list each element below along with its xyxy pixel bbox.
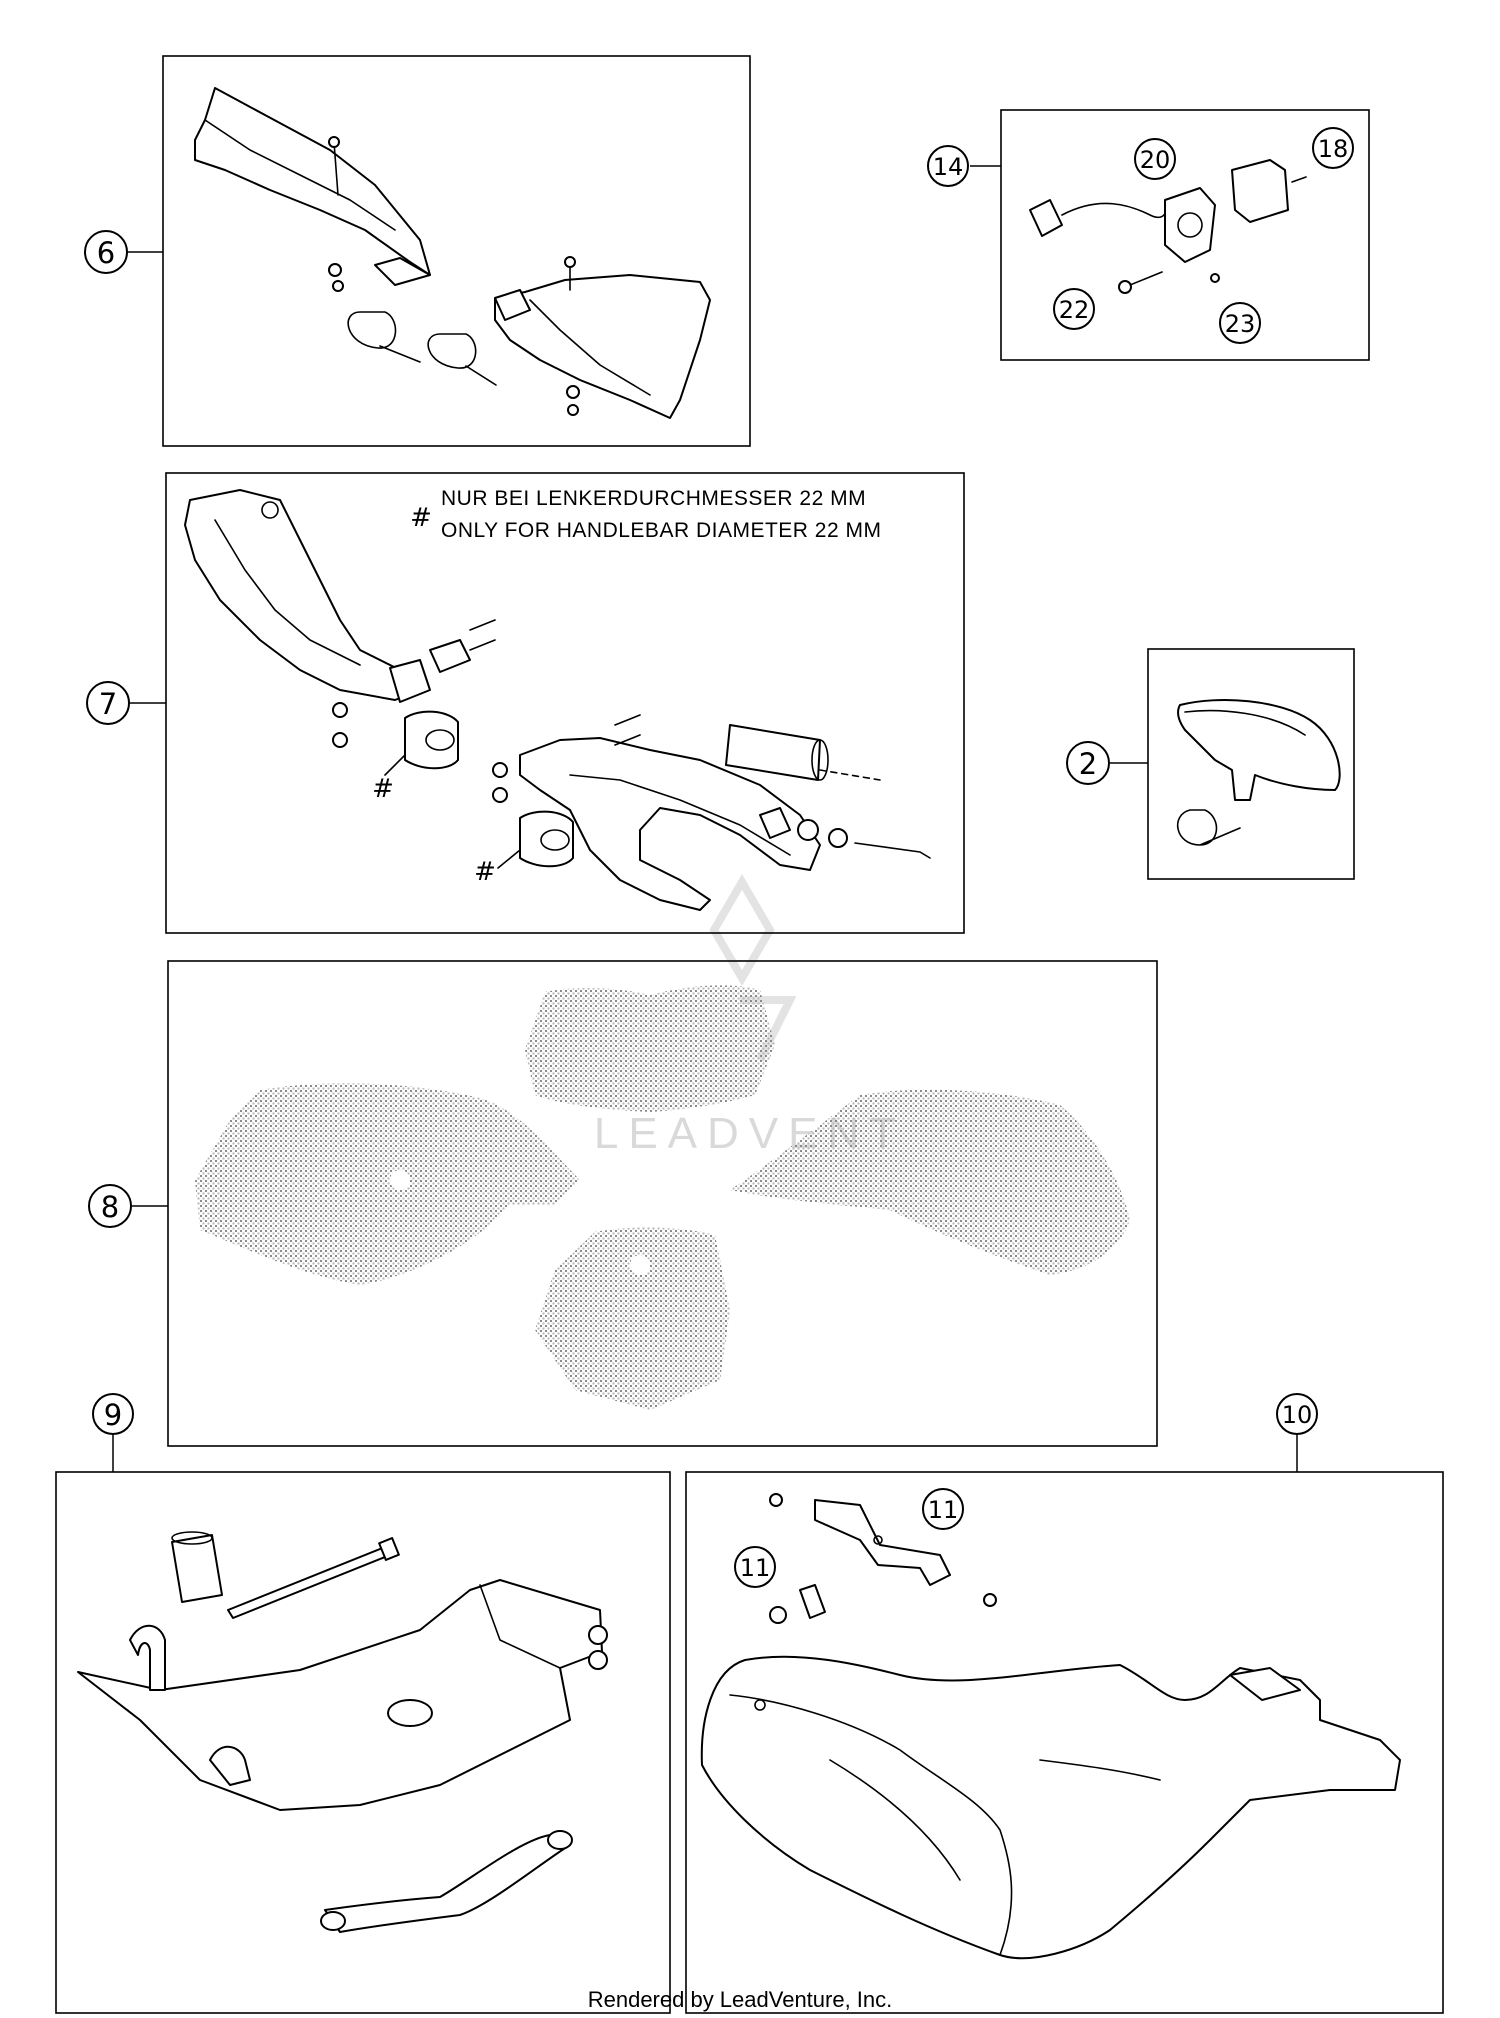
callout-14[interactable]: 14 — [927, 145, 969, 187]
callout-23[interactable]: 23 — [1219, 302, 1261, 344]
svg-text:18: 18 — [1318, 135, 1349, 163]
svg-text:14: 14 — [933, 153, 964, 181]
long-bolt — [854, 842, 931, 859]
note-line-de: NUR BEI LENKERDURCHMESSER 22 MM — [441, 487, 866, 510]
mounting-bolt — [227, 1546, 391, 1619]
panel-10-frame — [685, 1471, 1444, 2014]
callout-7[interactable]: 7 — [86, 681, 130, 725]
guard-lower — [519, 737, 821, 911]
svg-text:8: 8 — [101, 1190, 119, 1224]
svg-text:20: 20 — [1140, 146, 1171, 174]
skid-plate-formed — [700, 1655, 1401, 1960]
bushing-22mm-left — [404, 710, 459, 770]
clip-nut — [799, 1584, 826, 1619]
bracket-clamp-lower — [209, 1745, 251, 1786]
panel-14-switch: 14 20 18 22 23 — [927, 109, 1370, 361]
panel-10-skid-plate: 10 11 11 — [685, 1393, 1444, 2014]
panel-7-handguard-kit: 7 # NUR BEI LENKERDURCHMESSER 22 MM ONLY… — [86, 472, 965, 934]
callout-8[interactable]: 8 — [88, 1184, 132, 1228]
bushing-22mm-right — [519, 810, 574, 868]
mounting-bracket — [814, 1499, 951, 1586]
hash-right: # — [474, 857, 496, 887]
callout-11-upper[interactable]: 11 — [922, 1488, 964, 1530]
spacer-tube — [725, 724, 821, 781]
panel-14-frame — [1000, 109, 1370, 361]
fender-part — [1176, 699, 1341, 801]
callout-6[interactable]: 6 — [84, 230, 128, 274]
svg-text:6: 6 — [97, 236, 115, 270]
panel-9-frame — [55, 1471, 671, 2014]
guard-upper — [184, 489, 421, 701]
hand-guard-right — [494, 274, 711, 419]
decal-top-number-plate — [525, 985, 775, 1112]
callout-10[interactable]: 10 — [1276, 1393, 1318, 1435]
callout-18[interactable]: 18 — [1312, 127, 1354, 169]
svg-text:11: 11 — [928, 1496, 959, 1524]
svg-text:10: 10 — [1282, 1401, 1313, 1429]
svg-text:7: 7 — [99, 687, 117, 721]
cable-tie-left — [347, 311, 421, 363]
spacer-sleeve — [171, 1534, 223, 1603]
panel-8-decals: 8 — [88, 960, 1158, 1447]
decal-right-side — [730, 1089, 1130, 1275]
cable-tie-right — [427, 333, 497, 386]
callout-9[interactable]: 9 — [92, 1393, 134, 1435]
svg-text:9: 9 — [104, 1398, 122, 1432]
note-hash: # — [410, 503, 432, 533]
callout-2[interactable]: 2 — [1066, 741, 1110, 785]
panel-9-skid-plate: 9 — [55, 1393, 671, 2014]
panel-6-frame — [162, 55, 751, 447]
bracket-clamp-upper — [129, 1624, 166, 1691]
hash-left: # — [372, 774, 394, 804]
panel-2-frame — [1147, 648, 1355, 880]
note-line-en: ONLY FOR HANDLEBAR DIAMETER 22 MM — [441, 519, 881, 542]
decal-front-number-plate — [535, 1227, 730, 1410]
switch-cap — [1231, 159, 1289, 223]
svg-text:2: 2 — [1079, 747, 1097, 781]
decal-left-side — [195, 1083, 580, 1285]
callout-11-lower[interactable]: 11 — [734, 1546, 776, 1588]
skid-plate-flat — [77, 1579, 603, 1811]
svg-text:22: 22 — [1059, 296, 1090, 324]
callout-20[interactable]: 20 — [1134, 138, 1176, 180]
panel-8-frame — [167, 960, 1158, 1447]
cable-tie-fender — [1176, 809, 1241, 846]
panel-6-hand-guards: 6 — [84, 55, 751, 447]
panel-2-fender: 2 — [1066, 648, 1355, 880]
connector-plug — [1029, 199, 1063, 237]
svg-text:11: 11 — [740, 1554, 771, 1582]
callout-22[interactable]: 22 — [1053, 288, 1095, 330]
frame-tube — [324, 1834, 571, 1933]
svg-text:23: 23 — [1225, 310, 1256, 338]
switch-housing — [1164, 187, 1216, 263]
footer-credit: Rendered by LeadVenture, Inc. — [588, 1987, 893, 2012]
